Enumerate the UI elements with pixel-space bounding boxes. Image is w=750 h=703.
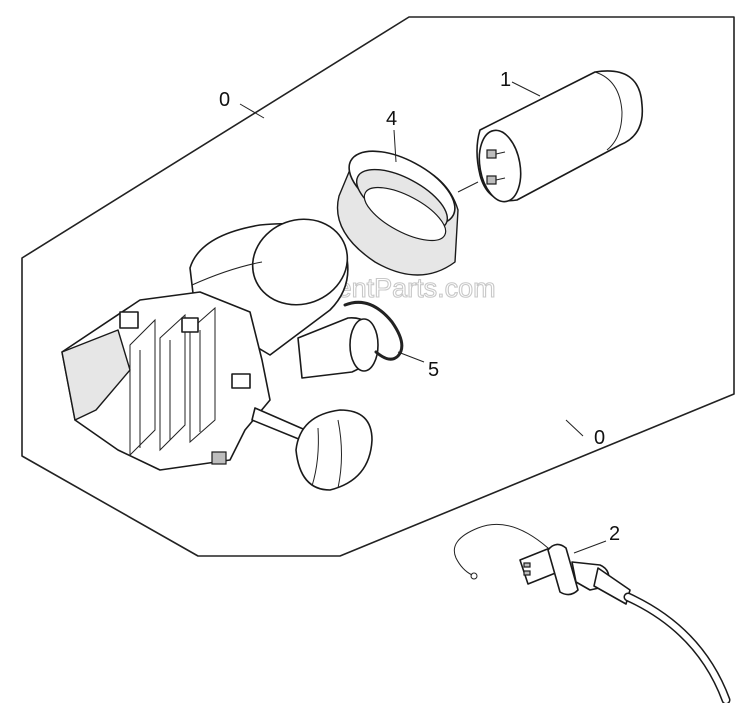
kit-boundary [21, 16, 735, 557]
callout-clamp-ring: 4 [386, 108, 397, 130]
leader-clamp-ring [393, 129, 397, 163]
capacitor-part [476, 70, 644, 203]
callout-kit-right: 0 [594, 427, 605, 449]
leader-cord-set [573, 540, 607, 554]
callout-kit-top: 0 [219, 89, 230, 111]
leader-seal-ring [397, 351, 425, 363]
callout-cord-set: 2 [609, 523, 620, 545]
callout-capacitor: 1 [500, 69, 511, 91]
leader-capacitor [511, 81, 541, 97]
callout-seal-ring: 5 [428, 359, 439, 381]
clamp-ring-part [336, 150, 459, 276]
cord-set-part [453, 523, 731, 703]
seal-ring-part [343, 300, 404, 361]
leader-kit-right [565, 419, 584, 437]
motor-assembly [61, 218, 379, 491]
leader-kit-top [239, 103, 265, 119]
